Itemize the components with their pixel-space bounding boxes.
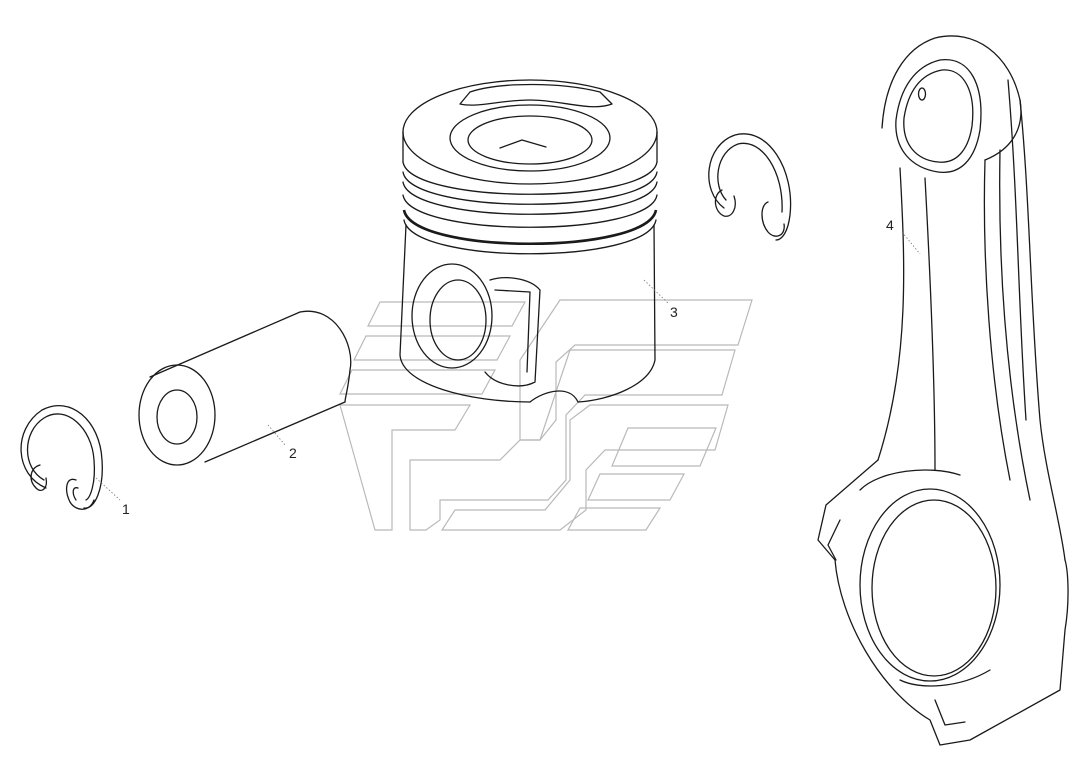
piston-pin (138, 310, 352, 466)
callout-4: 4 (886, 217, 894, 233)
watermark-logo (339, 299, 753, 531)
snap-ring-left (20, 404, 103, 510)
leader-line-2 (267, 424, 287, 447)
callout-1: 1 (122, 501, 130, 517)
piston (399, 79, 658, 403)
connecting-rod (817, 35, 1069, 746)
snap-ring-right (708, 133, 792, 241)
callout-2: 2 (289, 445, 297, 461)
callout-3: 3 (670, 304, 678, 320)
leader-line-4 (901, 231, 921, 255)
